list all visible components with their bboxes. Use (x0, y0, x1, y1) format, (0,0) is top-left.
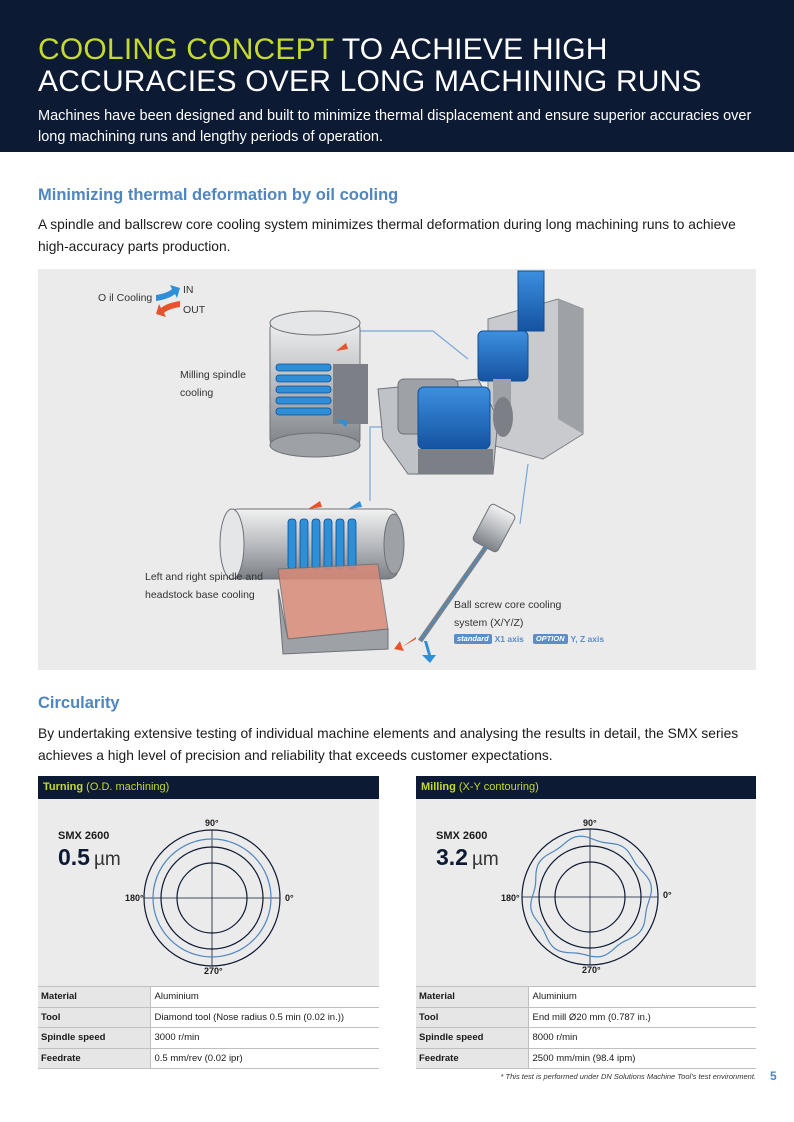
milling-panel-header: Milling (X-Y contouring) (416, 776, 756, 799)
intro-text: Machines have been designed and built to… (38, 108, 752, 145)
turning-header-title: Turning (43, 781, 84, 793)
page-number: 5 (770, 1069, 777, 1083)
cooling-diagram: O il Cooling IN OUT Milling spindle cool… (38, 269, 756, 670)
ballscrew-illustration (394, 503, 516, 663)
turning-header-subtitle: (O.D. machining) (83, 781, 170, 793)
tag-option: OPTION (532, 634, 568, 645)
turning-value-unit: µm (93, 849, 121, 870)
section-title-circularity: Circularity (38, 694, 120, 712)
turning-circularity-plot (143, 829, 281, 967)
label-headstock-line1: Left and right spindle and (145, 571, 263, 583)
page-header: COOLING CONCEPT TO ACHIEVE HIGH ACCURACI… (0, 0, 794, 152)
spec-value: Aluminium (528, 986, 756, 1008)
label-out: OUT (183, 304, 206, 316)
title-rest: TO ACHIEVE HIGH ACCURACIES OVER LONG MAC… (38, 33, 702, 98)
spec-value: Diamond tool (Nose radius 0.5 min (0.02 … (150, 1007, 379, 1028)
label-milling-spindle-line2: cooling (180, 387, 214, 399)
connector-line (519, 463, 529, 525)
milling-header-title: Milling (421, 781, 456, 793)
spec-key: Material (38, 986, 151, 1008)
tag-standard: standard (454, 634, 492, 645)
turning-deg-180: 180° (125, 893, 144, 903)
tag-standard-text: X1 axis (494, 634, 524, 645)
spec-key: Spindle speed (416, 1027, 529, 1049)
headstock-illustration (219, 501, 405, 655)
spec-key: Feedrate (416, 1048, 529, 1069)
spec-value: Aluminium (150, 986, 379, 1008)
cooling-illustration (156, 270, 584, 663)
spec-key: Tool (38, 1007, 151, 1028)
milling-deg-0: 0° (663, 890, 672, 900)
label-oil-cooling: O il Cooling (98, 292, 153, 304)
section-title-oil-cooling: Minimizing thermal deformation by oil co… (38, 186, 399, 204)
label-ballscrew-line1: Ball screw core cooling (454, 599, 562, 611)
connector-line (346, 330, 469, 360)
turning-deg-90: 90° (205, 818, 219, 828)
label-ballscrew: Ball screw core cooling system (X/Y/Z) s… (454, 596, 610, 646)
spec-key: Tool (416, 1007, 529, 1028)
out-arrow-icon (156, 301, 180, 317)
section-body-circularity: By undertaking extensive testing of indi… (38, 726, 739, 763)
section-body-oil-cooling: A spindle and ballscrew core cooling sys… (38, 217, 736, 254)
milling-spindle-illustration (269, 310, 368, 458)
label-headstock: Left and right spindle and headstock bas… (145, 568, 263, 604)
spec-key: Feedrate (38, 1048, 151, 1069)
milling-model: SMX 2600 (436, 830, 488, 842)
machine-illustration (377, 270, 584, 475)
spec-value: 0.5 mm/rev (0.02 ipr) (150, 1048, 379, 1069)
milling-deg-180: 180° (501, 893, 520, 903)
spec-value: 3000 r/min (150, 1027, 379, 1049)
milling-value-number: 3.2 (436, 844, 468, 870)
spec-value: 2500 mm/min (98.4 ipm) (528, 1048, 756, 1069)
spec-value: End mill Ø20 mm (0.787 in.) (528, 1007, 756, 1028)
label-ballscrew-line2: system (X/Y/Z) (454, 617, 524, 629)
milling-deg-90: 90° (583, 818, 597, 828)
title-accent: COOLING CONCEPT (38, 33, 334, 66)
milling-deg-270: 270° (582, 965, 601, 975)
label-milling-spindle-line1: Milling spindle (180, 369, 246, 381)
tag-option-text: Y, Z axis (570, 634, 605, 645)
spec-key: Spindle speed (38, 1027, 151, 1049)
label-in: IN (183, 284, 194, 296)
spec-value: 8000 r/min (528, 1027, 756, 1049)
turning-panel-header: Turning (O.D. machining) (38, 776, 379, 799)
milling-circularity-plot (521, 828, 659, 966)
turning-deg-0: 0° (285, 893, 294, 903)
milling-header-subtitle: (X-Y contouring) (455, 781, 539, 793)
milling-value-unit: µm (471, 849, 499, 870)
turning-model: SMX 2600 (58, 830, 110, 842)
in-arrow-icon (156, 285, 180, 301)
footnote: * This test is performed under DN Soluti… (500, 1072, 756, 1081)
label-headstock-line2: headstock base cooling (145, 589, 255, 601)
label-milling-spindle: Milling spindle cooling (180, 366, 246, 402)
turning-deg-270: 270° (204, 966, 223, 976)
spec-key: Material (416, 986, 529, 1008)
turning-value-number: 0.5 (58, 844, 90, 870)
page-title: COOLING CONCEPT TO ACHIEVE HIGH ACCURACI… (38, 34, 778, 98)
